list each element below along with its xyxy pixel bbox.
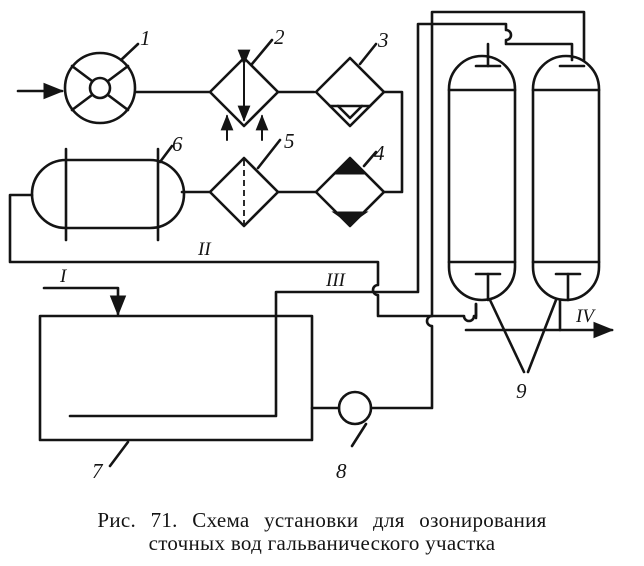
moisture-separator-unit (314, 56, 386, 128)
caption-line-2: сточных вод гальванического участка (148, 531, 496, 555)
pump-unit (337, 390, 373, 426)
label-3: 3 (377, 28, 389, 52)
stream-label-II: II (197, 239, 212, 260)
leader-1 (119, 42, 140, 62)
leader-7 (108, 440, 130, 468)
leader-8 (350, 422, 368, 448)
compressor-unit (63, 51, 137, 125)
line-III-pipe (274, 22, 574, 318)
label-8: 8 (336, 459, 347, 483)
leader-2 (250, 38, 274, 66)
caption-line-1: Рис. 71. Схема установки для озонировани… (97, 508, 547, 532)
label-4: 4 (374, 141, 385, 165)
pump-discharge-pipe (369, 10, 586, 410)
label-1: 1 (140, 26, 151, 50)
label-6: 6 (172, 132, 183, 156)
dryer-unit (314, 156, 386, 228)
leader-3 (358, 42, 378, 66)
stream-I-pipe (42, 286, 127, 317)
column-bottom-connections (474, 272, 570, 332)
contact-column-2 (531, 54, 601, 302)
leader-6 (158, 144, 174, 164)
leader-9b (526, 298, 558, 374)
pipe-3-4 (382, 90, 404, 194)
leader-9a (488, 298, 526, 374)
label-5: 5 (284, 129, 295, 153)
filter-unit (208, 156, 280, 228)
label-9: 9 (516, 379, 527, 403)
line-II-pipe (8, 193, 478, 323)
stream-label-IV: IV (575, 306, 596, 327)
settling-tank (38, 314, 314, 442)
heat-exchanger-unit (208, 49, 280, 141)
label-7: 7 (92, 459, 104, 483)
contact-column-1 (447, 54, 517, 302)
leader-5 (256, 138, 282, 170)
ozonator-unit (30, 147, 186, 242)
stream-label-III: III (325, 270, 347, 291)
label-2: 2 (274, 25, 285, 49)
stream-label-I: I (59, 266, 68, 287)
leader-4 (362, 150, 378, 168)
